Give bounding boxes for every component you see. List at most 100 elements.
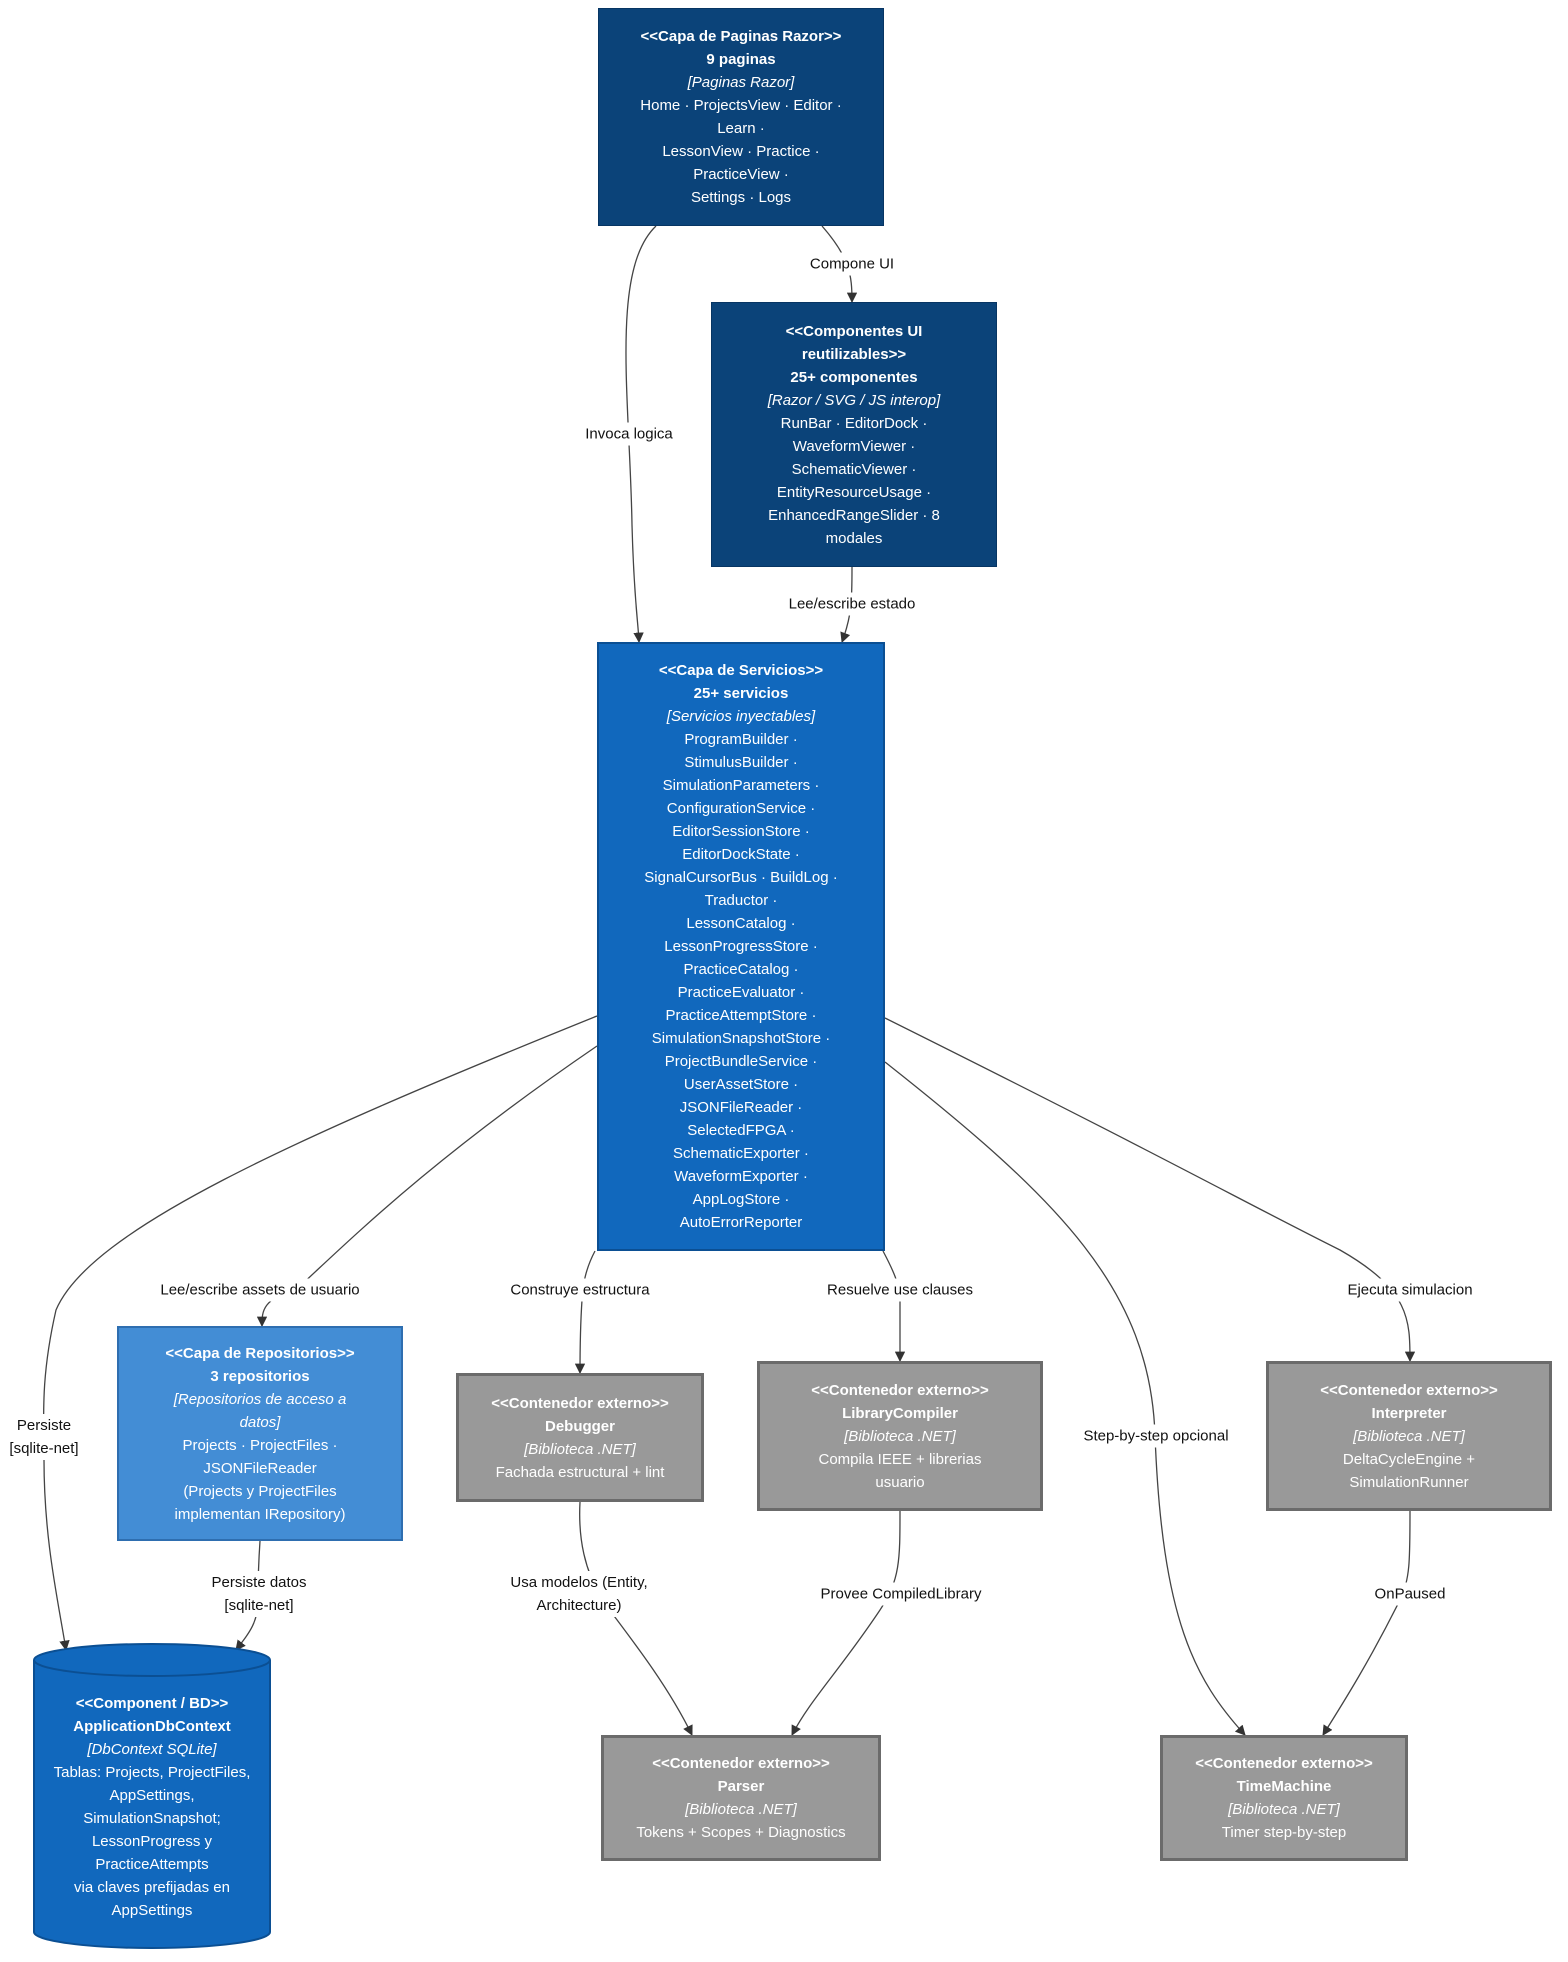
node-description-line: usuario	[875, 1473, 925, 1491]
node-description-line: EditorSessionStore ·	[672, 823, 810, 840]
node-stereotype: <<Capa de Paginas Razor>>	[640, 28, 842, 45]
node-description-line: via claves prefijadas en	[74, 1879, 230, 1896]
node-description-line: PracticeView ·	[693, 166, 789, 183]
node-description-line: modales	[825, 529, 883, 547]
node-technology: [Servicios inyectables]	[666, 708, 816, 725]
node-description-line: SimulationRunner	[1349, 1473, 1469, 1491]
node-description-line: StimulusBuilder ·	[684, 754, 798, 771]
edge-label-onpaused: OnPaused	[1372, 1582, 1448, 1606]
node-stereotype: <<Capa de Servicios>>	[658, 662, 824, 679]
node-description-line: Tablas: Projects, ProjectFiles,	[53, 1764, 251, 1781]
node-stereotype: <<Contenedor externo>>	[652, 1755, 830, 1772]
node-description-line: LessonProgress y	[91, 1833, 213, 1850]
edge-step-by-step	[884, 1061, 1246, 1736]
node-stereotype: <<Componentes UI	[785, 322, 923, 340]
edge-onpaused	[1322, 1510, 1411, 1736]
node-description-line: PracticeAttempts	[95, 1856, 209, 1873]
node-description-line: LessonProgressStore ·	[664, 938, 818, 955]
node-description-line: (Projects y ProjectFiles	[183, 1482, 337, 1500]
node-technology: [Repositorios de acceso a	[173, 1390, 347, 1408]
edge-label-usa-modelos: Usa modelos (Entity, Architecture)	[508, 1571, 650, 1617]
edge-ejecuta	[884, 1017, 1416, 1363]
node-description-line: PracticeAttemptStore ·	[665, 1007, 817, 1024]
node-description-line: SignalCursorBus · BuildLog ·	[644, 869, 838, 886]
node-description-line: Compila IEEE + librerias	[818, 1450, 982, 1468]
node-title: Interpreter	[1371, 1404, 1447, 1422]
edge-label-lee-escribe-assets: Lee/escribe assets de usuario	[158, 1278, 362, 1302]
edge-invoca-logica	[625, 225, 657, 644]
node-capa-servicios[interactable]: <<Capa de Servicios>> 25+ servicios [Ser…	[597, 642, 885, 1251]
node-stereotype-cont: reutilizables>>	[801, 345, 907, 363]
edge-lee-escribe-assets	[256, 1045, 598, 1328]
node-title: Parser	[717, 1778, 765, 1795]
node-description-line: EntityResourceUsage ·	[776, 483, 932, 501]
node-description-line: Projects · ProjectFiles ·	[182, 1436, 338, 1454]
edge-label-persiste: Persiste [sqlite-net]	[7, 1414, 81, 1460]
node-technology-cont: datos]	[239, 1413, 281, 1431]
node-description-line: DeltaCycleEngine +	[1342, 1450, 1476, 1468]
node-description-line: Tokens + Scopes + Diagnostics	[636, 1824, 846, 1841]
node-title: 25+ servicios	[693, 685, 789, 702]
node-description-line: PracticeCatalog ·	[683, 961, 799, 978]
edge-construye	[574, 1250, 596, 1375]
node-description-line: Settings · Logs	[690, 189, 792, 206]
node-description-line: JSONFileReader	[203, 1459, 317, 1477]
node-librarycompiler[interactable]: <<Contenedor externo>> LibraryCompiler […	[757, 1361, 1043, 1511]
node-capa-repositorios[interactable]: <<Capa de Repositorios>> 3 repositorios …	[117, 1326, 403, 1541]
node-technology: [Biblioteca .NET]	[1228, 1801, 1340, 1818]
node-technology: [Paginas Razor]	[687, 74, 795, 91]
node-stereotype: <<Contenedor externo>>	[811, 1381, 989, 1399]
node-parser[interactable]: <<Contenedor externo>> Parser [Bibliotec…	[601, 1735, 881, 1861]
edge-label-lee-escribe-estado: Lee/escribe estado	[786, 592, 918, 616]
node-description-line: WaveformExporter ·	[674, 1168, 808, 1185]
node-description-line: PracticeEvaluator ·	[677, 984, 805, 1001]
edge-label-invoca-logica: Invoca logica	[583, 422, 675, 446]
node-technology: [Biblioteca .NET]	[685, 1801, 797, 1818]
node-componentes-ui[interactable]: <<Componentes UI reutilizables>> 25+ com…	[711, 302, 997, 567]
edge-label-compone-ui: Compone UI	[807, 252, 897, 276]
edge-provee	[791, 1510, 901, 1736]
node-description-line: WaveformViewer ·	[792, 437, 916, 455]
node-stereotype: <<Contenedor externo>>	[491, 1394, 669, 1412]
node-technology: [Biblioteca .NET]	[524, 1440, 636, 1458]
node-technology: [Biblioteca .NET]	[1353, 1427, 1465, 1445]
node-description-line: UserAssetStore ·	[683, 1076, 799, 1093]
node-description-line: SimulationSnapshot;	[83, 1810, 221, 1827]
node-description-line: LessonView · Practice ·	[662, 143, 820, 160]
node-description-line: ConfigurationService ·	[666, 800, 816, 817]
node-stereotype: <<Contenedor externo>>	[1320, 1381, 1498, 1399]
node-title: ApplicationDbContext	[73, 1718, 231, 1735]
node-description-line: SimulationParameters ·	[662, 777, 820, 794]
node-interpreter[interactable]: <<Contenedor externo>> Interpreter [Bibl…	[1266, 1361, 1552, 1511]
node-description-line: implementan IRepository)	[174, 1505, 346, 1523]
node-application-db-context[interactable]: <<Component / BD>> ApplicationDbContext …	[34, 1692, 270, 1922]
node-stereotype: <<Contenedor externo>>	[1195, 1755, 1373, 1772]
node-title: 3 repositorios	[210, 1367, 310, 1385]
node-description-line: EditorDockState ·	[682, 846, 800, 863]
node-description-line: Timer step-by-step	[1221, 1824, 1347, 1841]
edge-resuelve	[882, 1250, 906, 1363]
node-description-line: AppSettings	[111, 1902, 193, 1919]
edge-label-construye: Construye estructura	[508, 1278, 652, 1302]
node-title: TimeMachine	[1236, 1778, 1332, 1795]
node-description-line: Traductor ·	[704, 892, 778, 909]
node-description-line: ProjectBundleService ·	[664, 1053, 818, 1070]
node-description-line: AppLogStore ·	[692, 1191, 790, 1208]
node-description-line: Fachada estructural + lint	[495, 1463, 665, 1481]
node-description-line: SelectedFPGA ·	[687, 1122, 795, 1139]
node-stereotype: <<Capa de Repositorios>>	[165, 1344, 355, 1362]
node-description-line: SimulationSnapshotStore ·	[651, 1030, 831, 1047]
node-debugger[interactable]: <<Contenedor externo>> Debugger [Bibliot…	[456, 1373, 704, 1502]
edge-label-persiste-datos: Persiste datos [sqlite-net]	[209, 1571, 309, 1617]
edge-persiste	[42, 1015, 598, 1652]
node-description-line: AutoErrorReporter	[679, 1214, 803, 1231]
node-timemachine[interactable]: <<Contenedor externo>> TimeMachine [Bibl…	[1160, 1735, 1408, 1861]
edge-usa-modelos	[579, 1501, 693, 1736]
node-description-line: SchematicViewer ·	[791, 460, 917, 478]
node-description-line: LessonCatalog ·	[686, 915, 796, 932]
node-technology: [Razor / SVG / JS interop]	[767, 391, 941, 409]
node-description-line: JSONFileReader ·	[679, 1099, 803, 1116]
node-paginas-razor[interactable]: <<Capa de Paginas Razor>> 9 paginas [Pag…	[598, 8, 884, 226]
edge-label-resuelve: Resuelve use clauses	[825, 1278, 975, 1302]
